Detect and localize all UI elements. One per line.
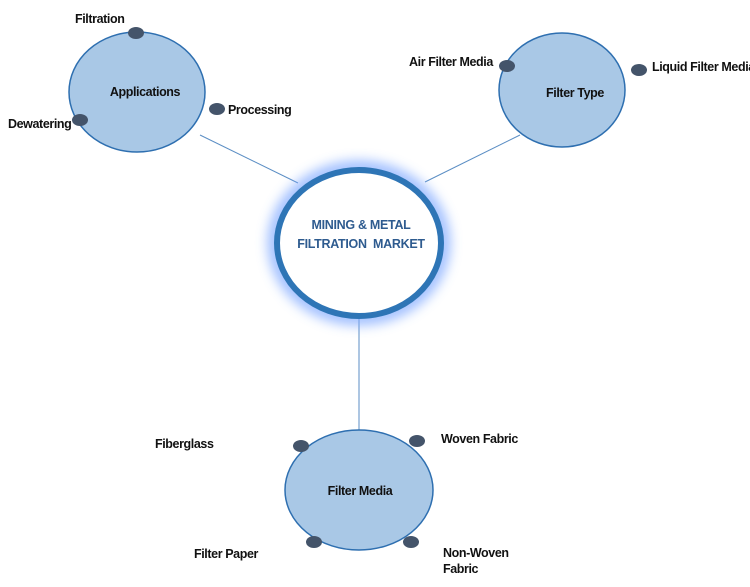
item-fiberglass: Fiberglass — [155, 437, 214, 451]
dot-non-woven-fabric — [403, 536, 419, 548]
center-title-line2: FILTRATION MARKET — [297, 237, 425, 251]
center-title-line1: MINING & METAL — [311, 218, 411, 232]
dot-air-filter-media — [499, 60, 515, 72]
item-woven-fabric: Woven Fabric — [441, 432, 518, 446]
dot-filter-paper — [306, 536, 322, 548]
item-air-filter-media: Air Filter Media — [409, 55, 494, 69]
dot-dewatering — [72, 114, 88, 126]
item-non-woven-line2: Fabric — [443, 562, 479, 576]
node-filter-type[interactable]: Filter Type — [498, 32, 626, 148]
node-filter-media[interactable]: Filter Media — [284, 429, 434, 551]
item-processing: Processing — [228, 103, 291, 117]
dot-woven-fabric — [409, 435, 425, 447]
node-applications[interactable]: Applications — [68, 31, 206, 153]
item-filtration: Filtration — [75, 12, 124, 26]
dot-fiberglass — [293, 440, 309, 452]
connector-applications — [199, 134, 299, 184]
item-dewatering: Dewatering — [8, 117, 71, 131]
item-filter-paper: Filter Paper — [194, 547, 259, 561]
item-liquid-filter-media: Liquid Filter Media — [652, 60, 750, 74]
dot-processing — [209, 103, 225, 115]
item-non-woven-line1: Non-Woven — [443, 546, 509, 560]
node-applications-label: Applications — [110, 85, 181, 99]
dot-liquid-filter-media — [631, 64, 647, 76]
node-filter-media-label: Filter Media — [328, 484, 394, 498]
dot-filtration — [128, 27, 144, 39]
node-filter-type-label: Filter Type — [546, 86, 604, 100]
connector-filter-type — [424, 134, 521, 183]
center-node[interactable]: MINING & METAL FILTRATION MARKET — [268, 161, 450, 325]
